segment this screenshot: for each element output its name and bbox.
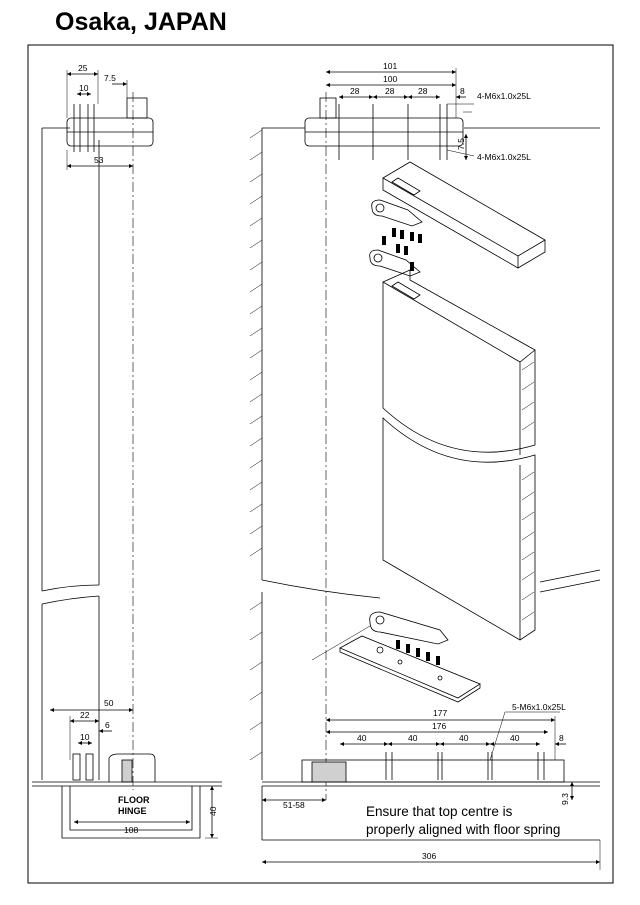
bottom-hinge-plates: [311, 611, 481, 703]
door-top-beam: [382, 161, 546, 269]
dim-51-58: 51-58: [283, 800, 305, 810]
dim-53: 53: [94, 155, 104, 165]
top-pivot-assembly: [304, 97, 464, 160]
dim-101: 101: [383, 61, 397, 71]
dim-8-bottom: 8: [559, 733, 564, 743]
dim-40-c: 40: [459, 733, 469, 743]
dim-7-5-right: 7.5: [456, 138, 466, 150]
dim-108: 108: [124, 825, 138, 835]
floor-hinge-block: [72, 753, 156, 783]
bottom-screw-label: 5-M6x1.0x25L: [512, 702, 566, 712]
dim-10-top: 10: [79, 83, 89, 93]
alignment-note-line-2: properly aligned with floor spring: [366, 822, 560, 837]
door-panel: [382, 269, 536, 641]
dim-176: 176: [432, 721, 446, 731]
dim-8-top: 8: [460, 86, 465, 96]
dim-40-a: 40: [357, 733, 367, 743]
dim-177: 177: [433, 708, 447, 718]
dimension-labels: 25 10 7.5 53 50 22 6 10 FLOOR HINGE 108 …: [78, 61, 570, 861]
dim-100: 100: [383, 74, 397, 84]
dim-7-5-top: 7.5: [104, 73, 116, 83]
top-screw-label-2: 4-M6x1.0x25L: [477, 152, 531, 162]
dim-306: 306: [422, 851, 436, 861]
floor-spring-side: [301, 752, 565, 783]
dim-40-d: 40: [510, 733, 520, 743]
page-title: Osaka, JAPAN: [55, 8, 227, 36]
top-screw-label-1: 4-M6x1.0x25L: [477, 91, 531, 101]
drawing-frame: [27, 44, 614, 884]
dim-22: 22: [80, 710, 90, 720]
alignment-note-line-1: Ensure that top centre is: [366, 804, 513, 819]
floor-hinge-label-1: FLOOR: [118, 795, 150, 805]
dim-40: 40: [208, 806, 218, 816]
dim-28-c: 28: [418, 86, 428, 96]
dim-40-b: 40: [408, 733, 418, 743]
dim-25: 25: [78, 63, 88, 73]
floor-hinge-label-2: HINGE: [118, 806, 147, 816]
dim-28-a: 28: [350, 86, 360, 96]
dim-10-bottom: 10: [80, 732, 90, 742]
right-isometric-view: [249, 68, 601, 870]
dim-28-b: 28: [385, 86, 395, 96]
dim-50: 50: [104, 698, 114, 708]
left-side-view: [32, 70, 222, 839]
dim-9-3: 9.3: [560, 793, 570, 805]
dim-6: 6: [105, 720, 110, 730]
top-pivot-block: [66, 97, 154, 152]
top-hinge-plates: [369, 199, 423, 277]
